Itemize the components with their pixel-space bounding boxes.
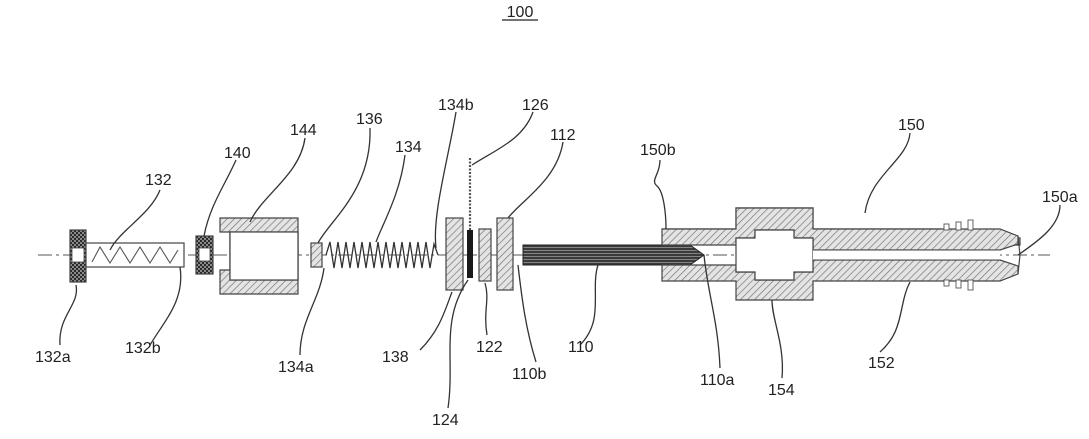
part-138-plate — [445, 217, 464, 291]
leader-124 — [447, 279, 469, 409]
label-138: 138 — [382, 349, 409, 366]
leader-110b — [517, 264, 537, 363]
label-154: 154 — [768, 382, 795, 399]
label-110b: 110b — [512, 366, 547, 383]
part-132a-cap — [69, 229, 87, 283]
leader-136 — [317, 127, 371, 244]
label-112: 112 — [550, 127, 576, 144]
leader-110 — [579, 264, 599, 346]
label-144: 144 — [290, 122, 317, 139]
label-150b: 150b — [640, 142, 676, 159]
label-124: 124 — [432, 412, 459, 429]
figure-number: 100 — [507, 4, 534, 21]
label-136: 136 — [356, 111, 383, 128]
leader-132 — [109, 189, 161, 251]
label-132: 132 — [145, 172, 172, 189]
leader-152 — [879, 281, 911, 353]
leader-150b — [653, 159, 667, 230]
leader-134a — [299, 267, 325, 356]
label-122: 122 — [476, 339, 503, 356]
leader-132b — [149, 266, 182, 346]
leader-132a — [59, 284, 78, 346]
part-132-tube — [85, 242, 185, 268]
part-140-nut — [195, 235, 214, 275]
part-144-sleeve — [219, 217, 299, 295]
part-134-spring — [325, 241, 439, 269]
leader-150a — [1017, 204, 1061, 256]
leader-140 — [203, 159, 237, 237]
label-110: 110 — [568, 339, 594, 356]
label-132b: 132b — [125, 340, 161, 357]
label-110a: 110a — [700, 372, 735, 389]
label-140: 140 — [224, 145, 251, 162]
leader-150 — [864, 132, 911, 214]
part-110-needle-array — [522, 244, 705, 266]
part-112-plate — [496, 217, 514, 291]
label-126: 126 — [522, 97, 549, 114]
label-134b: 134b — [438, 97, 474, 114]
label-150a: 150a — [1042, 189, 1078, 206]
label-132a: 132a — [35, 349, 71, 366]
leader-134 — [375, 154, 406, 243]
label-134: 134 — [395, 139, 422, 156]
label-150: 150 — [898, 117, 925, 134]
leader-122 — [484, 282, 488, 336]
label-152: 152 — [868, 355, 895, 372]
label-134a: 134a — [278, 359, 314, 376]
leader-138 — [419, 291, 453, 351]
leader-126 — [471, 111, 534, 166]
leader-110a — [703, 254, 721, 369]
part-124-element — [467, 230, 473, 278]
part-136-washer — [310, 242, 323, 268]
leader-134b — [434, 111, 457, 249]
part-150-housing — [661, 207, 1021, 301]
part-122-plate — [478, 228, 492, 282]
leader-154 — [771, 299, 784, 379]
leader-112 — [507, 141, 564, 219]
leader-144 — [249, 137, 306, 223]
